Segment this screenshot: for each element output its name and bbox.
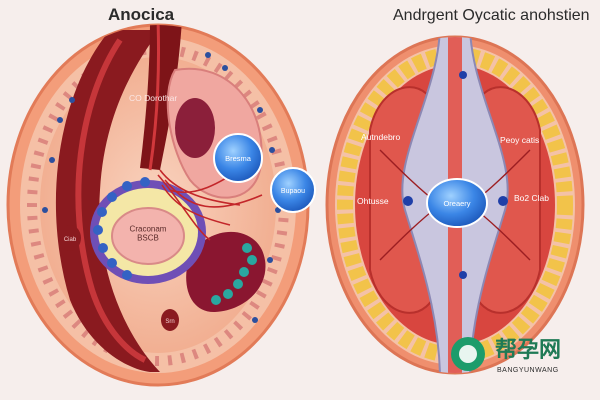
right-label-middle-left: Ohtusse (357, 196, 389, 206)
left-oocyte (111, 207, 185, 265)
left-label-top: CO Dorothar (129, 93, 177, 103)
left-vessel-column (140, 25, 182, 170)
left-teal-cells (211, 243, 257, 305)
right-label-center: Oreaery (443, 199, 470, 208)
right-nodes (403, 71, 508, 279)
watermark-brand: 帮孕网 (495, 337, 561, 363)
left-organ-cross-section (6, 23, 316, 387)
left-title: Anocica (108, 5, 175, 24)
left-vessel-line (148, 25, 161, 171)
right-title: Andrgent Oycatic anohstien (393, 7, 590, 24)
left-label-side-small: Ciab (64, 237, 77, 243)
left-label-bubble-a: Bresma (225, 154, 252, 163)
right-center-bubble (426, 178, 488, 228)
left-label-bubble-b: Bupaou (281, 188, 305, 195)
right-label-upper-left: Autndebro (361, 132, 400, 142)
left-dark-wall (55, 30, 160, 372)
left-bubble-b (270, 167, 316, 213)
right-organ-cross-section (325, 35, 585, 375)
right-label-middle-right: Bo2 Clab (514, 193, 549, 203)
left-dark-lobe (175, 98, 215, 158)
left-label-bottom-small: Srn (165, 319, 174, 325)
left-small-bulb-bottom (161, 309, 179, 331)
right-label-upper-right: Peoy catis (500, 135, 539, 145)
left-small-bulb-side (59, 225, 81, 251)
left-granulosa-cells (93, 177, 150, 280)
left-scattered-cells (42, 52, 281, 323)
left-wall-highlight (75, 38, 147, 363)
watermark-sub: BANGYUNWANG (497, 367, 559, 374)
left-bubble-a (213, 133, 263, 183)
watermark: 帮孕网 BANGYUNWANG (451, 337, 561, 374)
